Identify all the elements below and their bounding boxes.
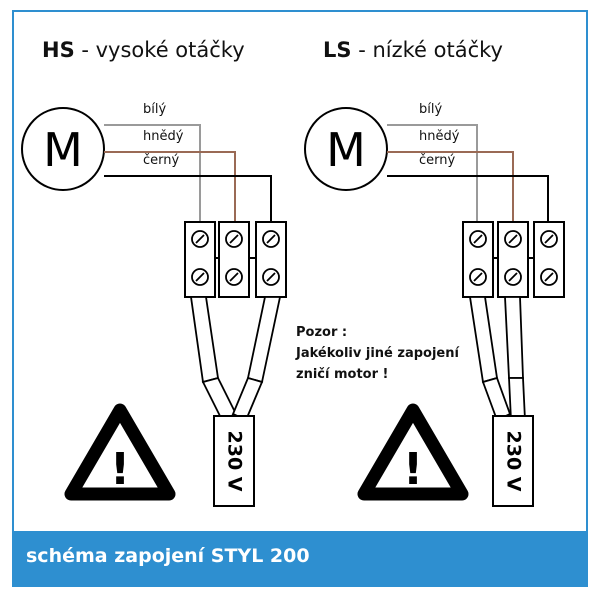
- diagram-frame: [12, 10, 588, 531]
- hs-supply-cable: 230 V: [189, 296, 282, 507]
- ls-cable-sheath-left: [481, 376, 512, 422]
- hs-cable-conductor-1: [189, 296, 220, 384]
- ls-supply-cable: 230 V: [468, 296, 534, 507]
- ls-title-text: - nízké otáčky: [351, 38, 503, 62]
- ls-voltage-label: 230 V: [503, 431, 525, 492]
- hs-cable-sheath-right: [231, 376, 264, 422]
- ls-wire-label-white: bílý: [419, 102, 443, 117]
- hs-wire-label-black: černý: [143, 153, 180, 168]
- hs-motor-circle: [21, 107, 105, 191]
- hs-panel: M: [21, 107, 287, 507]
- hs-exclamation-icon: !: [110, 444, 130, 495]
- hs-wire-label-white: bílý: [143, 102, 167, 117]
- ls-cable-conductor-2: [504, 296, 524, 379]
- ls-warning-triangle: [357, 403, 469, 501]
- warning-line-1: Pozor :: [296, 325, 348, 340]
- hs-cable-sheath-left: [201, 376, 238, 422]
- ls-warning-sign: !: [357, 403, 469, 501]
- ls-exclamation-icon: !: [403, 444, 423, 495]
- ls-power-cable: [492, 415, 534, 507]
- ls-terminal-block: [462, 221, 565, 298]
- warning-line-3: zničí motor !: [296, 367, 389, 382]
- ls-wire-label-brown: hnědý: [419, 129, 460, 144]
- hs-title: HS - vysoké otáčky: [42, 38, 245, 62]
- ls-wire-black: [387, 175, 549, 228]
- hs-title-text: - vysoké otáčky: [74, 38, 245, 62]
- hs-cable-conductor-2: [246, 296, 282, 384]
- hs-wire-brown: [104, 151, 236, 228]
- warning-line-2: Jakékoliv jiné zapojení: [296, 346, 459, 361]
- footer-bar: schéma zapojení STYL 200: [12, 531, 588, 587]
- hs-warning-triangle: [64, 403, 176, 501]
- ls-panel: M: [304, 107, 565, 507]
- ls-motor-letter: M: [326, 123, 366, 177]
- ls-motor-circle: [304, 107, 388, 191]
- hs-voltage-label: 230 V: [224, 431, 246, 492]
- hs-terminal-block: [184, 221, 287, 298]
- hs-warning-sign: !: [64, 403, 176, 501]
- hs-wire-label-brown: hnědý: [143, 129, 184, 144]
- hs-title-code: HS: [42, 38, 75, 62]
- ls-cable-conductor-1: [468, 296, 499, 384]
- ls-cable-sheath-right: [508, 377, 526, 421]
- hs-power-cable: [213, 415, 255, 507]
- hs-wire-white: [104, 124, 201, 228]
- ls-title: LS - nízké otáčky: [323, 38, 503, 62]
- hs-wire-black: [104, 175, 272, 228]
- ls-title-code: LS: [323, 38, 352, 62]
- ls-wire-label-black: černý: [419, 153, 456, 168]
- ls-wire-brown: [387, 151, 514, 228]
- hs-motor-letter: M: [43, 123, 83, 177]
- warning-note: Pozor : Jakékoliv jiné zapojení zničí mo…: [296, 322, 459, 385]
- ls-wire-white: [387, 124, 478, 228]
- footer-title: schéma zapojení STYL 200: [26, 545, 310, 567]
